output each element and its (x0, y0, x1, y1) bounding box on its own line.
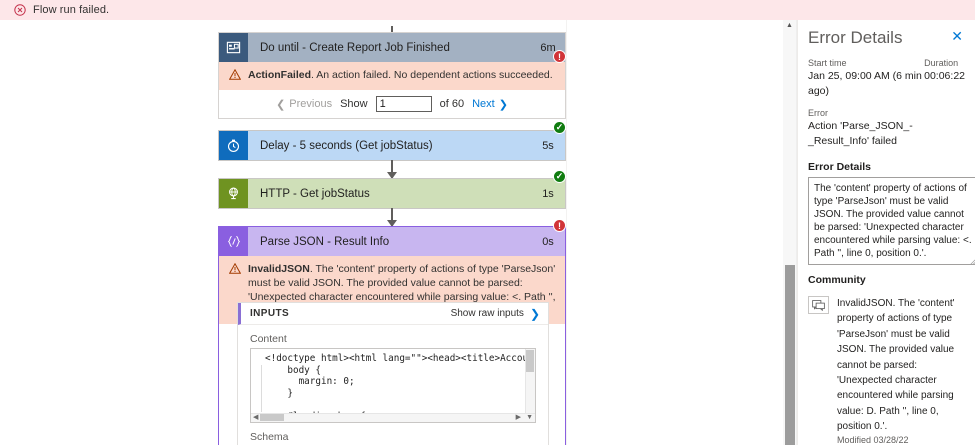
card-do-until-error: ActionFailed. An action failed. No depen… (219, 62, 565, 90)
start-time-label: Start time (808, 58, 847, 68)
content-code-vscrollbar[interactable] (525, 349, 535, 413)
card-http[interactable]: HTTP - Get jobStatus 1s (218, 178, 566, 209)
community-item[interactable]: InvalidJSON. The 'content' property of a… (808, 295, 965, 445)
clock-icon (219, 131, 248, 160)
pager-show-label: Show (340, 98, 368, 110)
card-do-until-duration: 6m (540, 41, 556, 54)
error-details-panel: Error Details ✕ Start time Jan 25, 09:00… (797, 20, 975, 445)
community-item-body: InvalidJSON. The 'content' property of a… (837, 295, 965, 445)
card-delay[interactable]: Delay - 5 seconds (Get jobStatus) 5s (218, 130, 566, 161)
card-parse-json[interactable]: Parse JSON - Result Info 0s InvalidJSON.… (218, 226, 566, 445)
scroll-right-arrow-icon[interactable]: ▶ (515, 414, 521, 421)
card-delay-status-badge: ✓ (553, 121, 566, 134)
chevron-right-icon[interactable]: ❯ (529, 306, 540, 321)
content-code-hscroll-thumb[interactable] (260, 414, 284, 421)
card-do-until[interactable]: Do until - Create Report Job Finished 6m… (218, 32, 566, 119)
error-details-textarea[interactable]: The 'content' property of actions of typ… (808, 177, 975, 265)
http-globe-icon (219, 179, 248, 208)
show-raw-inputs-link[interactable]: Show raw inputs (450, 308, 524, 319)
code-gutter-line (261, 365, 262, 412)
community-label: Community (808, 274, 866, 286)
scroll-down-arrow-icon[interactable]: ▼ (526, 414, 533, 421)
card-do-until-error-detail: . An action failed. No dependent actions… (311, 69, 553, 81)
warning-triangle-icon (228, 262, 242, 278)
card-do-until-error-title: ActionFailed (248, 69, 312, 81)
content-field-label: Content (250, 333, 287, 345)
error-label: Error (808, 108, 828, 118)
card-do-until-status-badge: ! (553, 50, 566, 63)
card-parse-json-header[interactable]: Parse JSON - Result Info 0s (219, 227, 565, 256)
connector-arrow-delay-http (387, 160, 397, 179)
duration-value: 00:06:22 (924, 70, 965, 82)
chevron-left-icon: ❮ (276, 98, 286, 111)
error-value: Action 'Parse_JSON_-_Result_Info' failed (808, 120, 913, 147)
community-item-text: InvalidJSON. The 'content' property of a… (837, 298, 955, 433)
canvas-vertical-scrollbar[interactable] (566, 20, 579, 445)
content-code-vscroll-thumb[interactable] (526, 350, 534, 372)
connector-arrow-http-parse (387, 208, 397, 227)
community-comment-icon (808, 296, 829, 314)
resize-handle-icon[interactable] (970, 256, 975, 264)
content-code-hscrollbar[interactable]: ◀ ▶ ▼ (251, 413, 535, 422)
do-until-icon (219, 33, 248, 62)
flow-canvas: Do until - Create Report Job Finished 6m… (0, 20, 783, 445)
error-circle-icon (14, 4, 26, 16)
card-parse-json-error-title: InvalidJSON (248, 263, 310, 275)
pager-previous-label: Previous (289, 98, 333, 110)
error-details-text: The 'content' property of actions of typ… (814, 183, 972, 259)
card-do-until-header[interactable]: Do until - Create Report Job Finished 6m (219, 33, 565, 62)
inputs-label: INPUTS (250, 308, 290, 319)
card-http-header[interactable]: HTTP - Get jobStatus 1s (219, 179, 565, 208)
inputs-panel-header[interactable]: INPUTS Show raw inputs ❯ (238, 303, 548, 325)
scroll-left-arrow-icon[interactable]: ◀ (253, 414, 259, 421)
error-panel-meta: Start time Jan 25, 09:00 AM (6 min ago) … (808, 57, 965, 99)
scroll-up-arrow-icon[interactable]: ▲ (786, 22, 793, 29)
flow-failed-banner-text: Flow run failed. (33, 4, 110, 16)
do-until-pager: ❮ Previous Show of 60 Next ❯ (219, 90, 565, 118)
error-panel-scrollbar[interactable]: ▲ (783, 20, 797, 445)
parse-json-icon (219, 227, 248, 256)
card-do-until-error-text: ActionFailed. An action failed. No depen… (248, 68, 553, 82)
card-parse-json-title: Parse JSON - Result Info (260, 235, 390, 248)
pager-next-label: Next (472, 98, 495, 110)
duration-block: Duration 00:06:22 (924, 57, 965, 99)
card-http-status-badge: ✓ (553, 170, 566, 183)
error-panel-scroll-thumb[interactable] (785, 265, 795, 445)
warning-triangle-icon (228, 68, 242, 84)
card-delay-title: Delay - 5 seconds (Get jobStatus) (260, 139, 433, 152)
pager-previous-button[interactable]: ❮ Previous (276, 98, 332, 111)
schema-field-label: Schema (250, 431, 289, 443)
card-parse-json-duration: 0s (542, 235, 554, 248)
error-panel-title: Error Details (808, 28, 903, 47)
pager-next-button[interactable]: Next ❯ (472, 98, 508, 111)
card-parse-json-status-badge: ! (553, 219, 566, 232)
duration-label: Duration (924, 58, 959, 68)
error-panel-title-row: Error Details ✕ (808, 20, 965, 48)
community-item-modified: Modified 03/28/22 (837, 434, 909, 445)
flow-failed-banner: Flow run failed. (0, 0, 975, 20)
error-details-label: Error Details (808, 161, 872, 173)
pager-page-input[interactable] (375, 96, 432, 112)
card-delay-duration: 5s (542, 139, 554, 152)
flow-canvas-inner: Do until - Create Report Job Finished 6m… (0, 20, 783, 445)
card-delay-header[interactable]: Delay - 5 seconds (Get jobStatus) 5s (219, 131, 565, 160)
content-code-text[interactable]: <!doctype html><html lang=""><head><titl… (265, 353, 535, 422)
start-time-value: Jan 25, 09:00 AM (6 min ago) (808, 70, 922, 97)
card-http-duration: 1s (542, 187, 554, 200)
inputs-panel: INPUTS Show raw inputs ❯ Content <!docty… (237, 302, 549, 445)
error-block: Error Action 'Parse_JSON_-_Result_Info' … (808, 107, 965, 149)
close-icon[interactable]: ✕ (951, 28, 963, 44)
card-http-title: HTTP - Get jobStatus (260, 187, 370, 200)
start-time-block: Start time Jan 25, 09:00 AM (6 min ago) (808, 57, 924, 99)
chevron-right-icon: ❯ (498, 98, 508, 111)
content-code-box[interactable]: <!doctype html><html lang=""><head><titl… (250, 348, 536, 423)
pager-of-label: of 60 (439, 98, 465, 110)
card-do-until-title: Do until - Create Report Job Finished (260, 41, 450, 54)
